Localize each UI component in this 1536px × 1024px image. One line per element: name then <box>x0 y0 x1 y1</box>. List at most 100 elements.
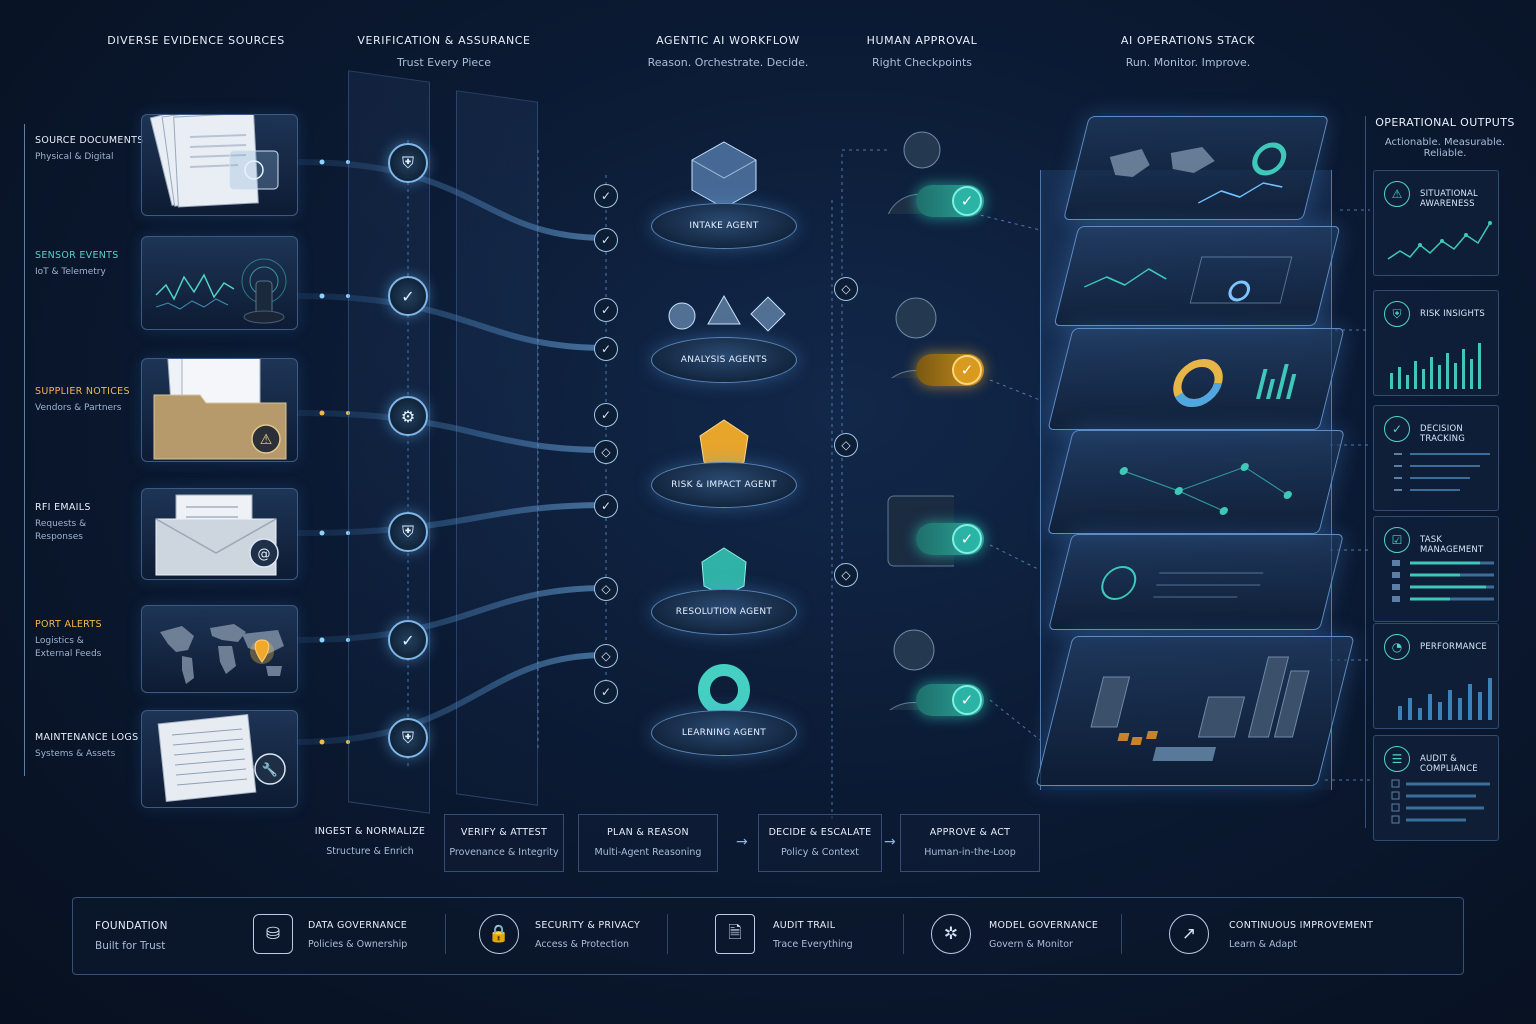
header-title: DIVERSE EVIDENCE SOURCES <box>107 34 285 47</box>
output-label: SITUATIONAL AWARENESS <box>1420 189 1478 209</box>
source-card-port[interactable] <box>141 605 298 693</box>
approval-toggle[interactable]: ✓ <box>916 523 984 555</box>
network-nodes-icon <box>1119 463 1292 515</box>
header-title: AI OPERATIONS STACK <box>1120 34 1256 47</box>
foundation-item-title: DATA GOVERNANCE <box>308 920 408 931</box>
source-item: MAINTENANCE LOGS Systems & Assets <box>35 732 145 761</box>
output-card-performance[interactable]: ◔ PERFORMANCE <box>1373 623 1499 729</box>
agent-intake[interactable]: INTAKE AGENT <box>651 203 797 249</box>
check-icon: ✓ <box>952 186 982 216</box>
check-circle-icon: ✓ <box>1384 416 1410 442</box>
output-label: RISK INSIGHTS <box>1420 309 1486 319</box>
source-title: SENSOR EVENTS <box>35 250 119 261</box>
bar-chart <box>1398 678 1492 720</box>
agent-label: ANALYSIS AGENTS <box>680 355 768 365</box>
stack-layer-dashboard[interactable] <box>1053 226 1341 326</box>
foundation-item-subtitle: Govern & Monitor <box>989 939 1073 950</box>
header-subtitle: Trust Every Piece <box>397 56 491 69</box>
foundation-item[interactable]: DATA GOVERNANCE Policies & Ownership <box>308 920 407 950</box>
source-subtitle: Logistics & External Feeds <box>35 636 102 659</box>
foundation-item-title: CONTINUOUS IMPROVEMENT <box>1229 920 1374 931</box>
step-title: INGEST & NORMALIZE <box>314 826 426 837</box>
stack-layer-map[interactable] <box>1063 116 1329 220</box>
arrow-right-icon: → <box>736 834 748 850</box>
stack-layer-city[interactable] <box>1035 636 1355 786</box>
step-decide: DECIDE & ESCALATE Policy & Context <box>758 814 882 872</box>
outputs-subtitle: Actionable. Measurable. Reliable. <box>1384 137 1506 159</box>
shield-check-icon: ⛨ <box>1384 301 1410 327</box>
foundation-item[interactable]: MODEL GOVERNANCE Govern & Monitor <box>989 920 1098 950</box>
check-icon: ✓ <box>594 184 618 208</box>
check-icon: ✓ <box>594 298 618 322</box>
agent-resolution[interactable]: RESOLUTION AGENT <box>651 589 797 635</box>
folder-warning-icon: ⚠ <box>153 349 287 460</box>
output-card-task[interactable]: ☑ TASK MANAGEMENT <box>1373 516 1499 622</box>
approval-toggle[interactable]: ✓ <box>916 354 984 386</box>
source-item: SUPPLIER NOTICES Vendors & Partners <box>35 386 145 415</box>
step-plan: PLAN & REASON Multi-Agent Reasoning <box>578 814 718 872</box>
source-card-email[interactable]: @ <box>141 488 298 580</box>
source-subtitle: Vendors & Partners <box>35 403 122 413</box>
wrench-log-icon: 🔧 <box>157 713 286 803</box>
approval-toggle[interactable]: ✓ <box>916 684 984 716</box>
dashboard-icon <box>1084 256 1293 304</box>
check-icon: ✓ <box>594 403 618 427</box>
output-label: TASK MANAGEMENT <box>1420 535 1484 555</box>
source-card-documents[interactable] <box>141 98 298 216</box>
source-title: SOURCE DOCUMENTS <box>35 135 144 146</box>
output-card-audit[interactable]: ☰ AUDIT & COMPLIANCE <box>1373 735 1499 841</box>
check-icon: ✓ <box>594 494 618 518</box>
foundation-header: FOUNDATION Built for Trust <box>95 920 168 952</box>
foundation-item[interactable]: SECURITY & PRIVACY Access & Protection <box>535 920 640 950</box>
outputs-bracket <box>1365 116 1366 828</box>
agent-label: RISK & IMPACT AGENT <box>671 480 777 490</box>
header-stack: AI OPERATIONS STACK Run. Monitor. Improv… <box>1088 34 1288 69</box>
output-card-risk[interactable]: ⛨ RISK INSIGHTS <box>1373 290 1499 396</box>
agent-learning[interactable]: LEARNING AGENT <box>651 710 797 756</box>
source-card-sensor[interactable] <box>141 236 298 330</box>
agent-risk-impact[interactable]: RISK & IMPACT AGENT <box>651 462 797 508</box>
agent-label: INTAKE AGENT <box>689 221 759 231</box>
divider <box>1121 914 1122 954</box>
header-verification: VERIFICATION & ASSURANCE Trust Every Pie… <box>344 34 544 69</box>
header-subtitle: Reason. Orchestrate. Decide. <box>647 56 809 69</box>
document-stack-icon <box>149 98 279 208</box>
source-card-supplier[interactable]: ⚠ <box>141 349 298 462</box>
source-item: PORT ALERTS Logistics & External Feeds <box>35 619 145 661</box>
output-card-situational[interactable]: ⚠ SITUATIONAL AWARENESS <box>1373 170 1499 276</box>
check-icon: ✓ <box>952 355 982 385</box>
source-subtitle: Requests & Responses <box>35 519 87 542</box>
foundation-item-subtitle: Trace Everything <box>773 939 853 950</box>
stack-layer-network[interactable] <box>1047 430 1345 534</box>
list-rows <box>1394 453 1490 491</box>
outputs-title: OPERATIONAL OUTPUTS <box>1375 116 1515 129</box>
header-subtitle: Right Checkpoints <box>871 56 973 69</box>
ops-stack <box>1035 100 1355 800</box>
svg-text:⚠: ⚠ <box>260 432 273 448</box>
network-nodes-icon: ✲ <box>931 914 971 954</box>
stack-layer-security[interactable] <box>1048 534 1344 630</box>
email-icon: @ <box>155 494 279 576</box>
step-subtitle: Structure & Enrich <box>326 846 414 857</box>
foundation-item[interactable]: AUDIT TRAIL Trace Everything <box>773 920 853 950</box>
stack-layer-analytics[interactable] <box>1047 328 1345 430</box>
header-title: HUMAN APPROVAL <box>866 34 978 47</box>
check-icon: ✓ <box>952 524 982 554</box>
source-card-maintenance[interactable]: 🔧 <box>141 710 298 808</box>
foundation-item[interactable]: CONTINUOUS IMPROVEMENT Learn & Adapt <box>1229 920 1373 950</box>
header-sources: DIVERSE EVIDENCE SOURCES <box>96 34 296 47</box>
diamond-icon: ◇ <box>834 563 858 587</box>
output-card-decision[interactable]: ✓ DECISION TRACKING <box>1373 405 1499 511</box>
agent-analysis[interactable]: ANALYSIS AGENTS <box>651 337 797 383</box>
check-icon: ✓ <box>594 680 618 704</box>
diamond-icon: ◇ <box>834 277 858 301</box>
step-subtitle: Human-in-the-Loop <box>924 847 1016 858</box>
header-subtitle: Run. Monitor. Improve. <box>1125 56 1251 69</box>
progress-rows <box>1392 560 1494 602</box>
approval-toggle[interactable]: ✓ <box>916 185 984 217</box>
divider <box>667 914 668 954</box>
shield-icon: ⛨ <box>388 512 428 552</box>
check-icon: ✓ <box>952 685 982 715</box>
world-map-icon <box>160 624 284 684</box>
source-item: RFI EMAILS Requests & Responses <box>35 502 145 544</box>
